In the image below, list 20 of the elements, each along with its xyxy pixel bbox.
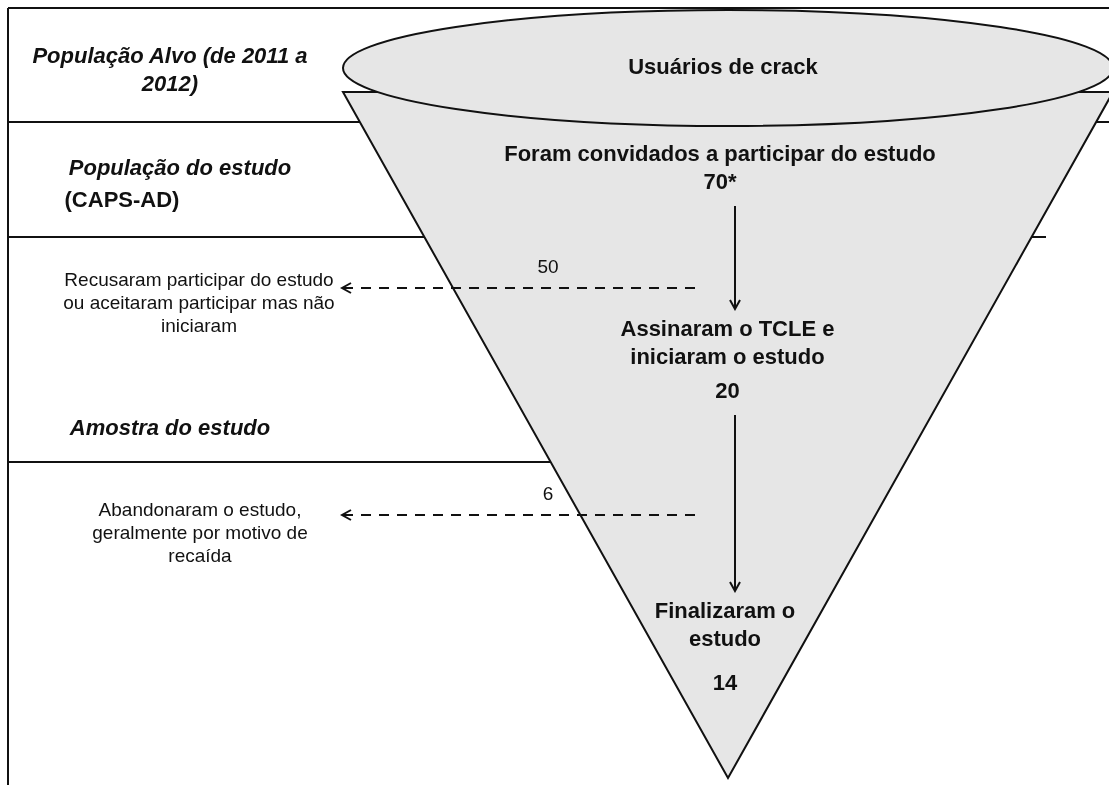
row-heading: Amostra do estudo [68,414,272,442]
row-heading: População do estudo [67,154,293,182]
side-note: Recusaram participar do estudo ou aceitaram participar mas não iniciaram [60,268,338,337]
count-value: 14 [711,669,739,697]
count-value: 70* [702,168,738,196]
arrow [341,282,696,294]
row-subheading: (CAPS-AD) [63,186,181,214]
arrow [341,509,696,521]
count-value: 20 [714,377,741,405]
edge-label: 6 [541,482,555,505]
arrow [729,205,741,310]
funnel-shape [343,8,1109,780]
stage-label: Assinaram o TCLE e iniciaram o estudo [619,315,836,371]
row-heading: População Alvo (de 2011 a 2012) [31,42,309,98]
stage-label: Foram convidados a participar do estudo [503,140,937,168]
arrow [729,414,741,592]
side-note: Abandonaram o estudo, geralmente por motivo de recaída [62,498,338,567]
stage-label: Finalizaram o estudo [653,597,797,653]
funnel-title: Usuários de crack [627,53,819,81]
edge-label: 50 [536,255,560,278]
